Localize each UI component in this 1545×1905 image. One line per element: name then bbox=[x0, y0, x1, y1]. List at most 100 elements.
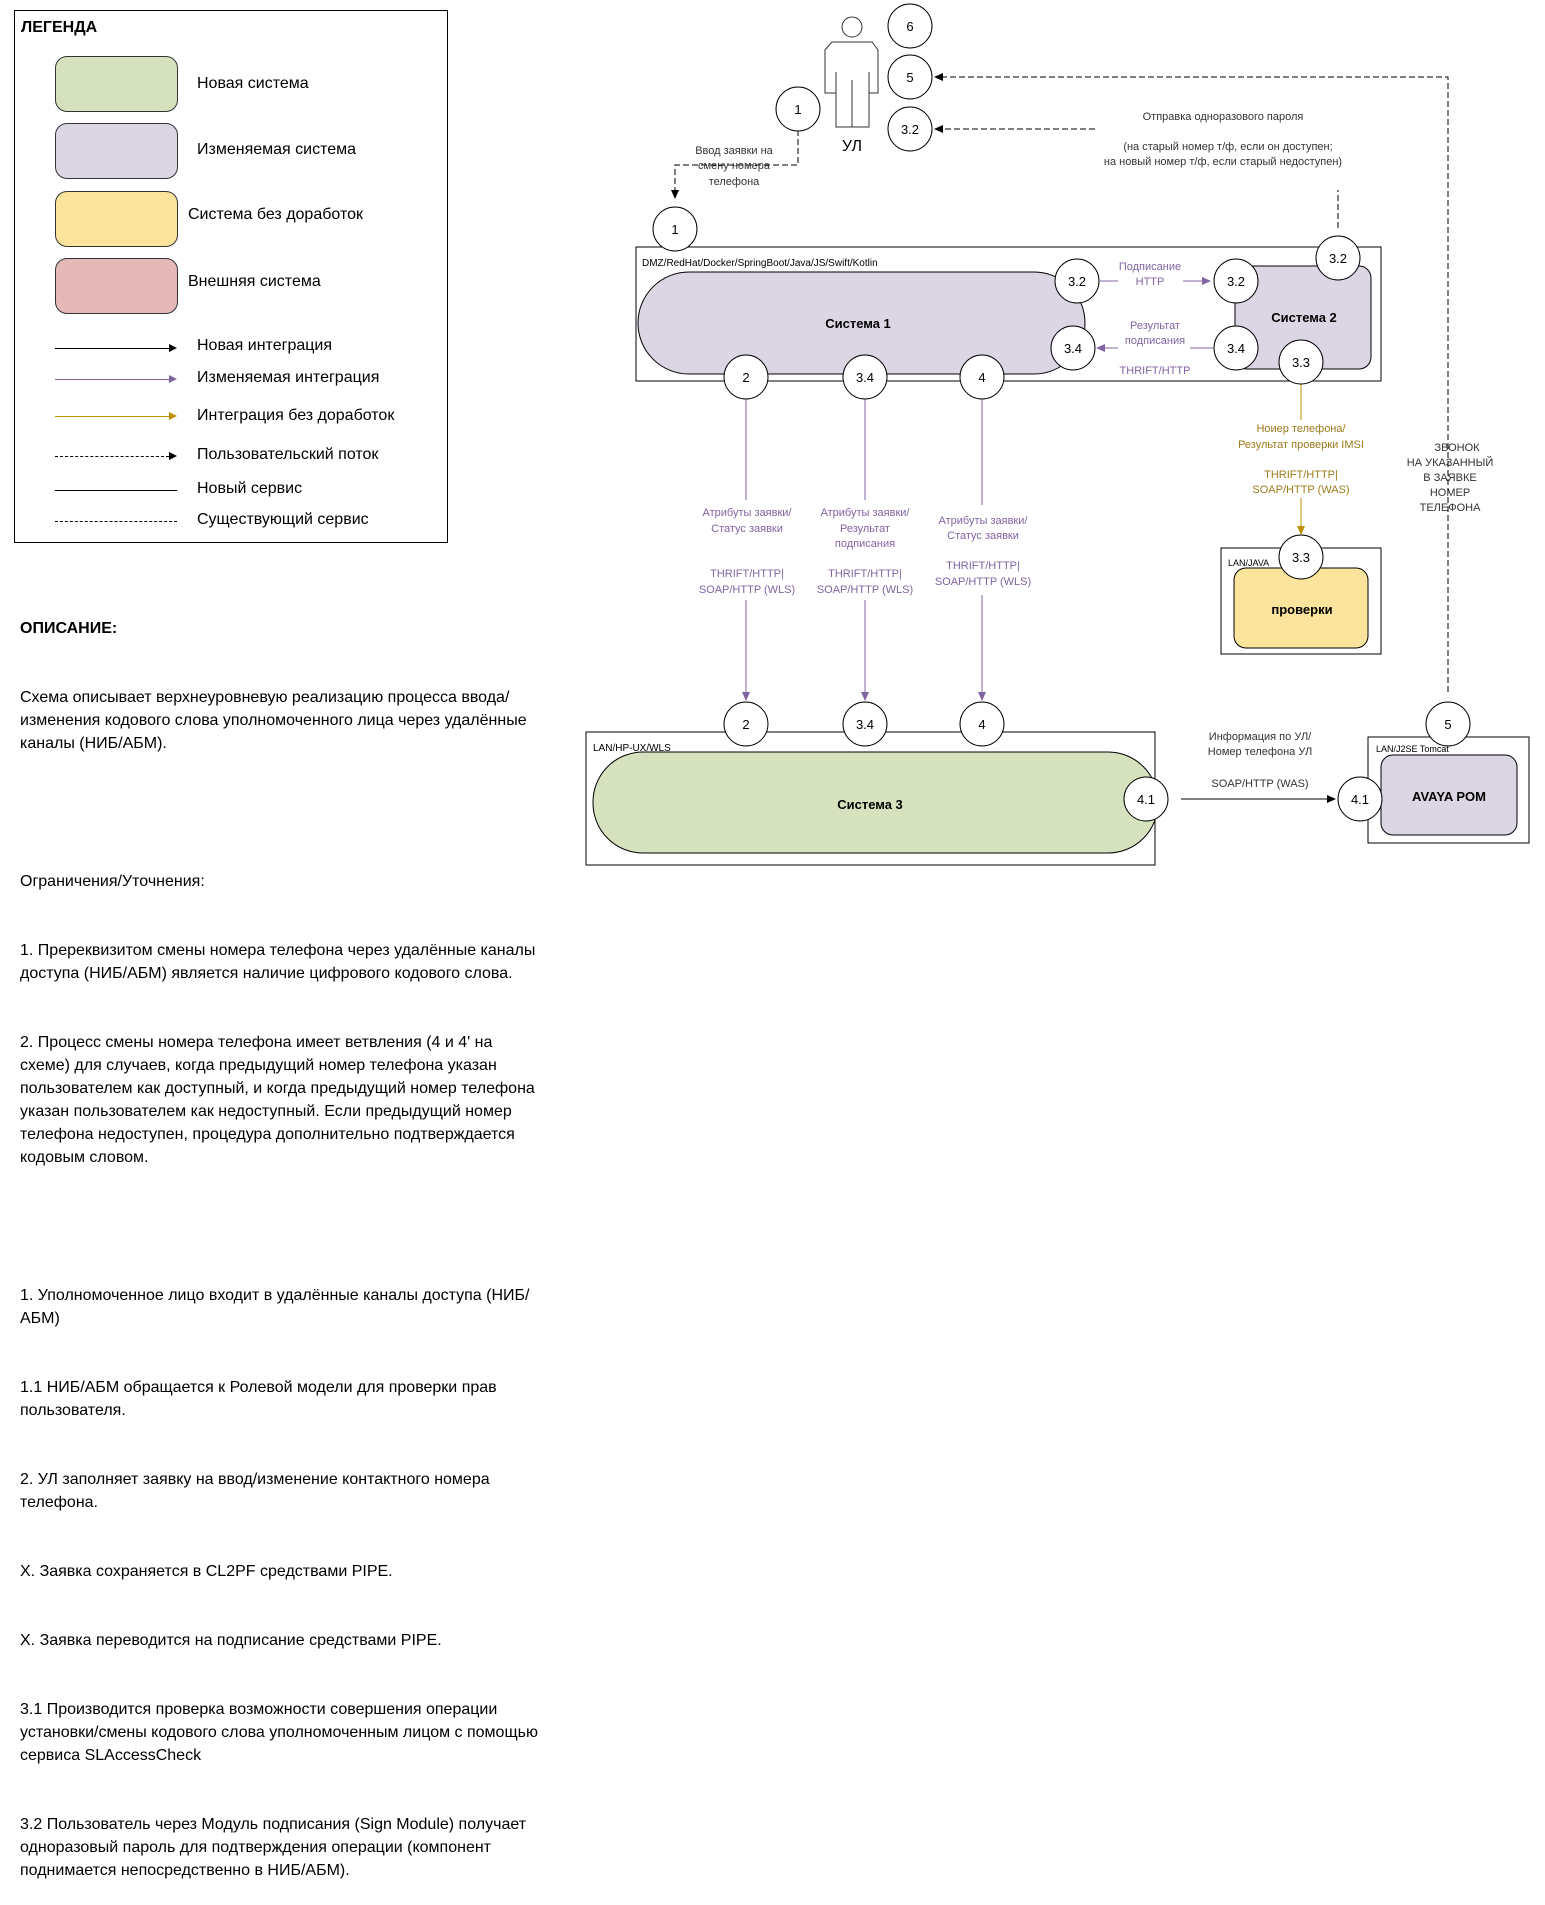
node-n32-s2in[interactable]: 3.2 bbox=[1213, 258, 1259, 304]
legend-label-changed-integration: Изменяемая интеграция bbox=[197, 369, 380, 386]
arrowhead-icon bbox=[169, 452, 177, 460]
node-n32-user[interactable]: 3.2 bbox=[887, 106, 933, 152]
flow-5-call-line bbox=[934, 73, 1449, 692]
system-checks-label: проверки bbox=[1271, 602, 1332, 617]
step-item: 1. Уполномоченное лицо входит в удалённы… bbox=[20, 1287, 530, 1327]
system-1-label: Система 1 bbox=[825, 316, 891, 331]
node-n34-s3[interactable]: 3.4 bbox=[842, 701, 888, 747]
node-label: 6 bbox=[906, 19, 913, 34]
legend-label-changed-system: Изменяемая система bbox=[197, 141, 357, 158]
node-circle bbox=[959, 354, 1005, 400]
legend-swatch-changed-system bbox=[55, 123, 178, 179]
arrowhead-icon bbox=[169, 412, 177, 420]
node-label: 3.3 bbox=[1292, 355, 1310, 370]
node-circle bbox=[842, 354, 888, 400]
node-n34-s1[interactable]: 3.4 bbox=[1050, 325, 1096, 371]
node-circle bbox=[723, 354, 769, 400]
node-label: 3.2 bbox=[901, 122, 919, 137]
system-2-label: Система 2 bbox=[1271, 310, 1337, 325]
system-3-label: Система 3 bbox=[837, 797, 903, 812]
otp-note: (на старый номер т/ф, если он доступен;н… bbox=[1104, 141, 1342, 168]
description-title: ОПИСАНИЕ: bbox=[20, 620, 118, 637]
step-item: 1.1 НИБ/АБМ обращается к Ролевой модели … bbox=[20, 1379, 502, 1419]
node-n4-s3[interactable]: 4 bbox=[959, 701, 1005, 747]
node-n41-s3[interactable]: 4.1 bbox=[1123, 776, 1169, 822]
node-label: 4 bbox=[978, 717, 985, 732]
node-n33-chk[interactable]: 3.3 bbox=[1278, 534, 1324, 580]
node-n5-av[interactable]: 5 bbox=[1425, 701, 1471, 747]
node-n1-sys[interactable]: 1 bbox=[652, 206, 698, 252]
node-label: 5 bbox=[906, 70, 913, 85]
node-circle bbox=[1337, 776, 1383, 822]
constraint-item: 1. Пререквизитом смены номера телефона ч… bbox=[20, 942, 540, 982]
node-n5[interactable]: 5 bbox=[887, 54, 933, 100]
node-circle bbox=[842, 701, 888, 747]
legend-label-unchanged-system: Система без доработок bbox=[188, 206, 363, 223]
zone-lan-hpux-label: LAN/HP-UX/WLS bbox=[593, 743, 671, 754]
legend-label-user-flow: Пользовательский поток bbox=[197, 446, 379, 463]
node-circle bbox=[723, 701, 769, 747]
node-label: 3.2 bbox=[1068, 274, 1086, 289]
node-label: 2 bbox=[742, 717, 749, 732]
legend-label-existing-service: Существующий сервис bbox=[197, 511, 369, 528]
node-label: 3.4 bbox=[1064, 341, 1082, 356]
node-label: 1 bbox=[794, 102, 801, 117]
step-item: 2. УЛ заполняет заявку на ввод/изменение… bbox=[20, 1471, 495, 1511]
node-circle bbox=[652, 206, 698, 252]
legend-line-unchanged-integration bbox=[55, 416, 169, 417]
node-label: 3.4 bbox=[856, 370, 874, 385]
arrowhead-icon bbox=[169, 344, 177, 352]
constraint-item: 2. Процесс смены номера телефона имеет в… bbox=[20, 1034, 540, 1166]
node-circle bbox=[1278, 534, 1324, 580]
node-circle bbox=[1054, 258, 1100, 304]
legend-title: ЛЕГЕНДА bbox=[21, 19, 98, 36]
node-label: 3.4 bbox=[1227, 341, 1245, 356]
step-item: X. Заявка сохраняется в CL2PF средствами… bbox=[20, 1563, 393, 1580]
legend-label-new-service: Новый сервис bbox=[197, 480, 303, 497]
node-n2-s3[interactable]: 2 bbox=[723, 701, 769, 747]
node-n41-av[interactable]: 4.1 bbox=[1337, 776, 1383, 822]
node-label: 4.1 bbox=[1137, 792, 1155, 807]
arrowhead-icon bbox=[169, 375, 177, 383]
sign-proto-label: THRIFT/HTTP bbox=[1120, 365, 1191, 377]
legend-line-new-integration bbox=[55, 348, 169, 349]
node-circle bbox=[1278, 339, 1324, 385]
person-icon bbox=[824, 16, 879, 128]
zone-lan-j2se-label: LAN/J2SE Tomcat bbox=[1376, 744, 1449, 754]
architecture-diagram: УЛ DMZ/RedHat/Docker/SpringBoot/Java/JS/… bbox=[585, 3, 1530, 866]
node-circle bbox=[1123, 776, 1169, 822]
legend-line-user-flow bbox=[55, 456, 169, 457]
description-intro: Схема описывает верхнеуровневую реализац… bbox=[20, 689, 532, 752]
node-circle bbox=[1425, 701, 1471, 747]
legend-label-unchanged-integration: Интеграция без доработок bbox=[197, 407, 395, 424]
node-label: 2 bbox=[742, 370, 749, 385]
node-n32-s1[interactable]: 3.2 bbox=[1054, 258, 1100, 304]
zone-dmz-label: DMZ/RedHat/Docker/SpringBoot/Java/JS/Swi… bbox=[642, 258, 878, 269]
node-n4-s1[interactable]: 4 bbox=[959, 354, 1005, 400]
node-label: 1 bbox=[671, 222, 678, 237]
node-n1-top[interactable]: 1 bbox=[775, 86, 821, 132]
zone-lan-java-label: LAN/JAVA bbox=[1228, 558, 1269, 568]
node-n2-s1[interactable]: 2 bbox=[723, 354, 769, 400]
node-circle bbox=[1050, 325, 1096, 371]
legend-swatch-new-system bbox=[55, 56, 178, 112]
node-n6[interactable]: 6 bbox=[887, 3, 933, 49]
node-n32-s2top[interactable]: 3.2 bbox=[1315, 235, 1361, 281]
legend-swatch-unchanged-system bbox=[55, 191, 178, 247]
node-n34-s2[interactable]: 3.4 bbox=[1213, 325, 1259, 371]
node-n34-s1b[interactable]: 3.4 bbox=[842, 354, 888, 400]
node-circle bbox=[1213, 325, 1259, 371]
node-circle bbox=[1315, 235, 1361, 281]
step-item: 3.1 Производится проверка возможности со… bbox=[20, 1701, 543, 1764]
flow-1-line bbox=[671, 130, 799, 199]
legend-label-new-integration: Новая интеграция bbox=[197, 337, 332, 354]
node-n33-s2[interactable]: 3.3 bbox=[1278, 339, 1324, 385]
otp-title: Отправка одноразового пароля bbox=[1143, 111, 1304, 123]
node-circle bbox=[887, 3, 933, 49]
